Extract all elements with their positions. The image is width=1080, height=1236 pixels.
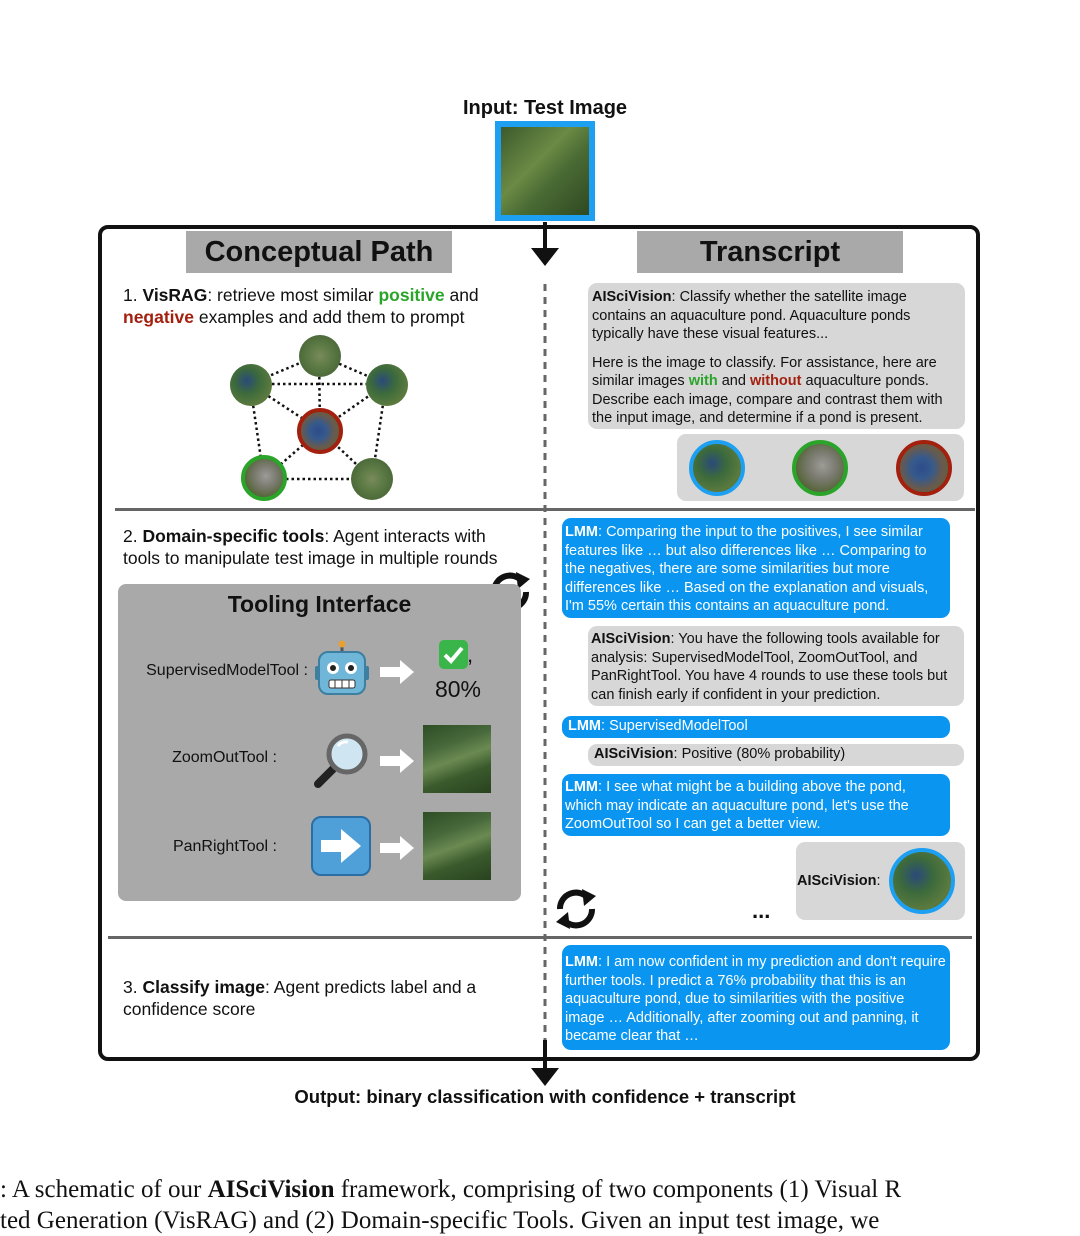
down-arrow-icon [531,1040,559,1086]
conceptual-path-header: Conceptual Path [186,231,452,273]
check-mark-icon [439,640,468,669]
input-test-image [495,121,595,221]
check-comma: , [467,642,474,667]
output-title: Output: binary classification with confi… [294,1086,796,1107]
right-arrow-icon [380,749,414,773]
positive-image-circle [792,440,848,496]
zoomout-result-image [423,725,491,793]
step3-text: 3. Classify image: Agent predicts label … [123,977,477,1019]
graph-node-positive [241,455,287,501]
graph-node-center-negative [297,408,343,454]
transcript-system-speaker-4: AISciVision: [797,873,881,889]
input-title: Input: Test Image [462,97,628,119]
robot-icon [315,640,369,695]
graph-node-bottom-right [351,458,393,500]
column-divider [543,284,547,1044]
positive-word: positive [378,285,445,305]
main-frame [98,225,980,1061]
tool-label-supervised: SupervisedModelTool : [146,662,308,679]
negative-image-circle [896,440,952,496]
input-image-circle [689,440,745,496]
right-arrow-button-icon [311,816,371,876]
step2-name: Domain-specific tools [142,526,325,546]
transcript-lmm-message-3: LMM: I see what might be a building abov… [562,774,950,836]
supervised-confidence: 80% [434,676,482,702]
tool-label-panright: PanRightTool : [172,838,277,855]
zoomed-out-image-circle [889,848,955,914]
transcript-system-message-1: AISciVision: Classify whether the satell… [588,283,965,429]
transcript-lmm-message-2: LMM: SupervisedModelTool [562,716,950,738]
step1-text: 1. VisRAG: retrieve most similar positiv… [123,285,479,327]
figure-caption-line-1: : A schematic of our AISciVision framewo… [0,1176,902,1203]
transcript-system-message-2: AISciVision: You have the following tool… [588,626,964,706]
figure-caption-line-2: ted Generation (VisRAG) and (2) Domain-s… [0,1207,880,1234]
right-arrow-icon [380,836,414,860]
section-divider-1 [115,508,975,511]
negative-word: negative [123,307,194,327]
ellipsis: ... [752,898,771,923]
graph-node-top [299,335,341,377]
panright-result-image [423,812,491,880]
transcript-system-message-3: AISciVision: Positive (80% probability) [588,744,964,766]
section-divider-2 [108,936,972,939]
right-arrow-icon [380,660,414,684]
down-arrow-icon [531,222,559,266]
refresh-icon [556,889,596,929]
magnifier-icon [314,733,368,788]
tooling-interface-title: Tooling Interface [227,591,412,617]
tool-label-zoomout: ZoomOutTool : [172,749,277,766]
transcript-lmm-message-final: LMM: I am now confident in my prediction… [562,945,950,1050]
step1-name: VisRAG [142,285,208,305]
step2-text: 2. Domain-specific tools: Agent interact… [123,526,498,568]
transcript-lmm-message-1: LMM: Comparing the input to the positive… [562,518,950,618]
graph-node-left [230,364,272,406]
transcript-header: Transcript [637,231,903,273]
step3-name: Classify image [142,977,266,997]
graph-node-right [366,364,408,406]
